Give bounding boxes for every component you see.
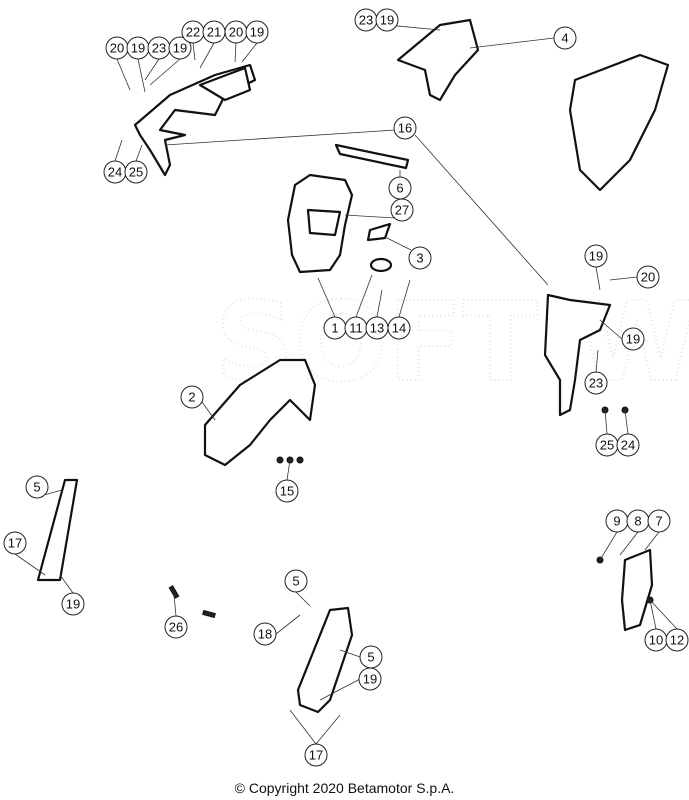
left-fork-guard <box>36 478 79 582</box>
callout: 19 <box>621 327 645 351</box>
svg-text:5: 5 <box>292 574 299 589</box>
callout: 19 <box>168 36 192 60</box>
svg-text:8: 8 <box>634 514 641 529</box>
svg-text:13: 13 <box>370 321 384 336</box>
svg-text:23: 23 <box>359 13 373 28</box>
callout: 19 <box>375 8 399 32</box>
svg-text:5: 5 <box>33 480 40 495</box>
right-radiator-shroud <box>543 293 612 417</box>
callout: 23 <box>147 36 171 60</box>
callout: 14 <box>387 316 411 340</box>
callout: 23 <box>584 371 608 395</box>
callout: 17 <box>3 531 27 555</box>
callout: 17 <box>304 743 328 767</box>
svg-text:10: 10 <box>649 633 663 648</box>
right-side-panel <box>396 18 670 192</box>
callout: 22 <box>181 20 205 44</box>
svg-text:7: 7 <box>655 514 662 529</box>
callout: 6 <box>388 176 412 200</box>
callout: 15 <box>275 479 299 503</box>
callout: 8 <box>626 509 650 533</box>
callout: 20 <box>105 36 129 60</box>
svg-text:17: 17 <box>309 748 323 763</box>
svg-text:25: 25 <box>129 165 143 180</box>
svg-text:9: 9 <box>613 514 620 529</box>
svg-text:6: 6 <box>396 181 403 196</box>
right-fork-guard <box>296 606 354 714</box>
svg-text:3: 3 <box>416 251 423 266</box>
svg-text:20: 20 <box>641 270 655 285</box>
svg-text:2: 2 <box>188 390 195 405</box>
svg-text:12: 12 <box>670 633 684 648</box>
svg-text:11: 11 <box>349 321 363 336</box>
callout: 16 <box>393 116 417 140</box>
callout: 19 <box>61 592 85 616</box>
callout: 20 <box>224 20 248 44</box>
callout: 10 <box>644 628 668 652</box>
callout: 9 <box>605 509 629 533</box>
svg-text:25: 25 <box>600 438 614 453</box>
svg-text:20: 20 <box>229 25 243 40</box>
callout: 4 <box>553 26 577 50</box>
callout: 5 <box>25 475 49 499</box>
callout: 23 <box>354 8 378 32</box>
small-fasteners <box>168 406 654 619</box>
svg-text:17: 17 <box>8 536 22 551</box>
svg-text:23: 23 <box>589 376 603 391</box>
svg-text:19: 19 <box>380 13 394 28</box>
callout: 20 <box>636 265 660 289</box>
callout: 2 <box>180 385 204 409</box>
callout: 11 <box>344 316 368 340</box>
callout: 25 <box>124 160 148 184</box>
left-radiator-shroud <box>133 63 257 177</box>
callout: 5 <box>359 645 383 669</box>
svg-text:19: 19 <box>363 672 377 687</box>
callout: 21 <box>202 20 226 44</box>
svg-text:23: 23 <box>152 41 166 56</box>
svg-text:15: 15 <box>280 484 294 499</box>
callout: 19 <box>126 36 150 60</box>
callout: 12 <box>665 628 689 652</box>
callout: 1 <box>323 316 347 340</box>
callout: 19 <box>358 667 382 691</box>
svg-text:14: 14 <box>392 321 406 336</box>
svg-text:1: 1 <box>331 321 338 336</box>
callout: 5 <box>284 569 308 593</box>
callout: 25 <box>595 433 619 457</box>
callout: 3 <box>408 246 432 270</box>
svg-text:19: 19 <box>173 41 187 56</box>
headlight-mask <box>286 143 410 274</box>
svg-text:20: 20 <box>110 41 124 56</box>
svg-text:19: 19 <box>66 597 80 612</box>
callout: 13 <box>365 316 389 340</box>
svg-text:16: 16 <box>398 121 412 136</box>
callout: 24 <box>616 433 640 457</box>
brake-disc-guard <box>620 548 654 632</box>
svg-text:24: 24 <box>621 438 635 453</box>
callout: 24 <box>103 160 127 184</box>
svg-text:4: 4 <box>561 31 568 46</box>
callout: 19 <box>245 20 269 44</box>
callout: 18 <box>253 622 277 646</box>
copyright-text: © Copyright 2020 Betamotor S.p.A. <box>234 780 455 796</box>
callout: 27 <box>390 198 414 222</box>
svg-text:26: 26 <box>169 620 183 635</box>
svg-text:19: 19 <box>626 332 640 347</box>
svg-text:5: 5 <box>367 650 374 665</box>
svg-text:22: 22 <box>186 25 200 40</box>
callout: 26 <box>164 615 188 639</box>
svg-text:19: 19 <box>131 41 145 56</box>
svg-text:19: 19 <box>589 249 603 264</box>
svg-text:19: 19 <box>250 25 264 40</box>
svg-text:27: 27 <box>395 203 409 218</box>
svg-text:21: 21 <box>207 25 221 40</box>
leader-lines <box>14 21 678 745</box>
callout: 7 <box>647 509 671 533</box>
front-fender <box>203 358 317 467</box>
callout: 19 <box>584 244 608 268</box>
svg-text:18: 18 <box>258 627 272 642</box>
svg-text:24: 24 <box>108 165 122 180</box>
